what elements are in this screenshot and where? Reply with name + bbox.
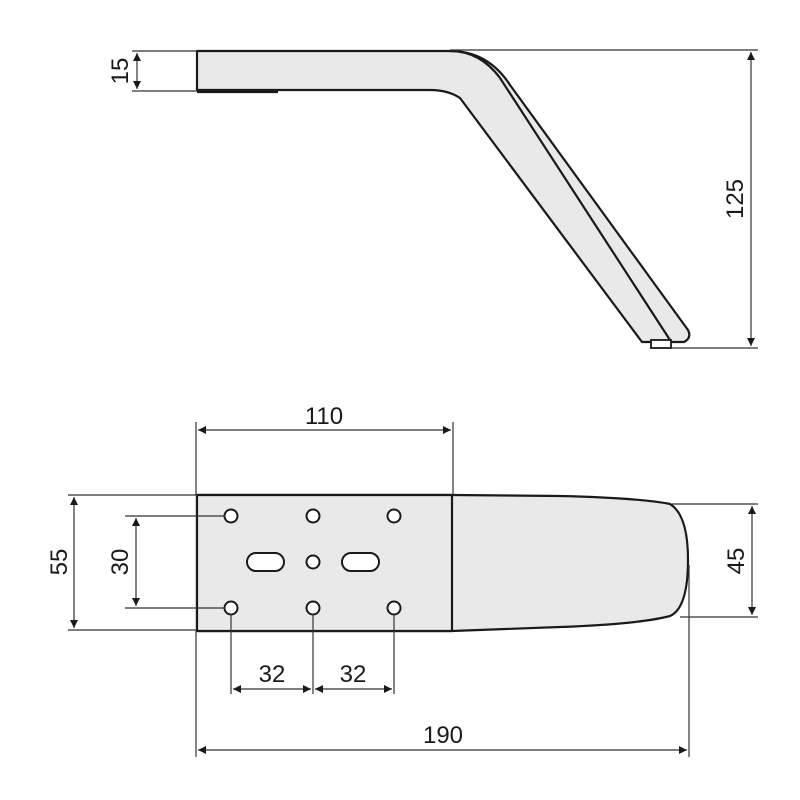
dim-hole-spacing-1-label: 32 <box>259 661 286 688</box>
dim-hole-spacing: 32 32 <box>230 614 395 694</box>
leg-chamfer-line <box>449 49 671 341</box>
dim-total-width-label: 55 <box>46 549 73 576</box>
hole <box>223 600 239 616</box>
side-view: 15 125 <box>107 49 758 349</box>
dim-thickness-label: 15 <box>107 58 134 85</box>
dim-hole-spacing-2-label: 32 <box>340 661 367 688</box>
dim-thickness: 15 <box>107 50 197 92</box>
hole <box>305 600 321 616</box>
dim-plate-length: 110 <box>195 403 454 495</box>
glide-foot <box>650 339 672 349</box>
hole <box>223 508 239 524</box>
leg-side-profile <box>195 49 691 344</box>
hole <box>305 508 321 524</box>
dim-plate-length-label: 110 <box>305 403 343 430</box>
slotted-hole <box>341 552 380 572</box>
dim-total-length: 190 <box>195 565 690 757</box>
dim-height-label: 125 <box>722 179 749 219</box>
slotted-hole <box>246 552 285 572</box>
dim-total-length-label: 190 <box>423 722 463 749</box>
dim-height: 125 <box>450 49 758 349</box>
mounting-plate <box>195 493 454 633</box>
dim-hole-row-spacing: 30 <box>107 515 225 609</box>
hole <box>386 508 402 524</box>
dim-total-width: 55 <box>46 494 197 631</box>
dim-tip-width-label: 45 <box>723 548 750 575</box>
dim-tip-width: 45 <box>672 503 758 618</box>
dim-hole-row-spacing-label: 30 <box>107 549 134 576</box>
top-view: 110 55 30 32 32 <box>46 403 758 757</box>
hole <box>386 600 402 616</box>
hole <box>305 554 321 570</box>
